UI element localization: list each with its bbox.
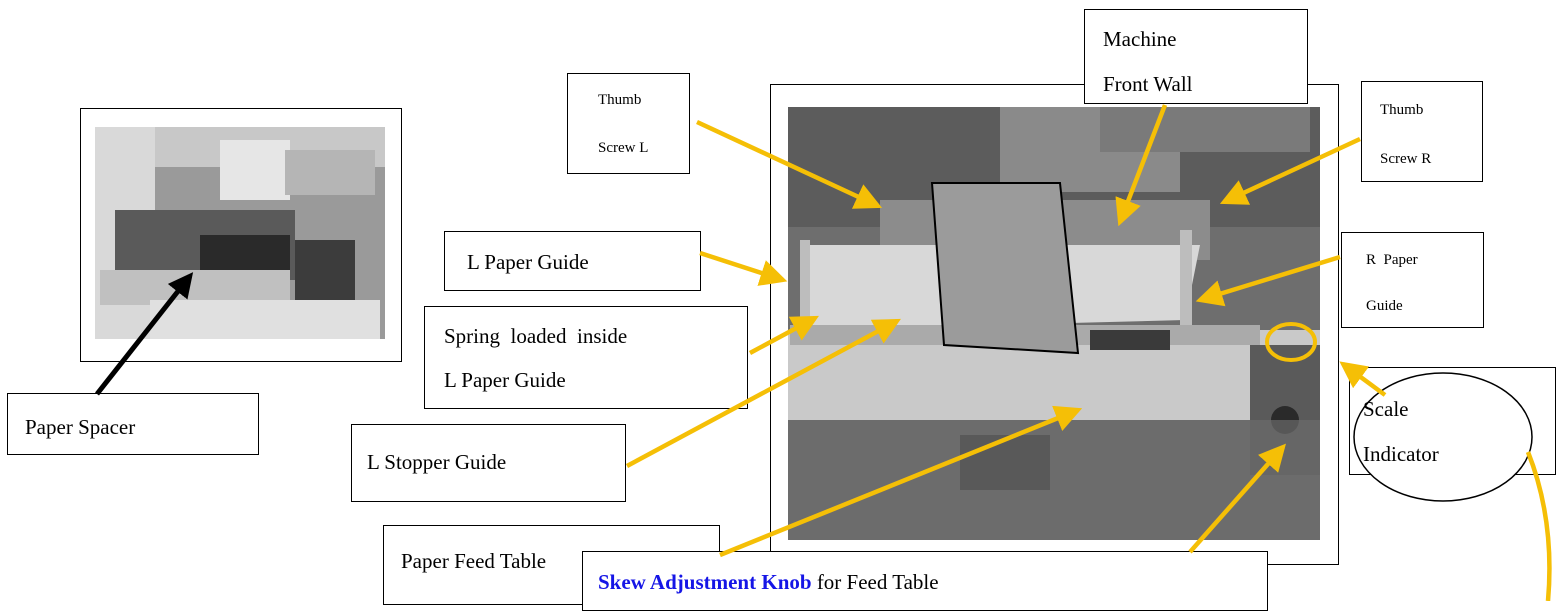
skew-knob-rest: for Feed Table xyxy=(811,570,939,594)
skew-knob-highlight: Skew Adjustment Knob xyxy=(598,570,812,594)
closeup-photo-frame xyxy=(770,84,1339,565)
scale-indicator-label-1: Scale xyxy=(1363,397,1409,421)
paper-feed-table-label: Paper Feed Table xyxy=(401,549,547,573)
thumb-screw-l-label-1: Thumb xyxy=(598,92,642,108)
paper-spacer-label: Paper Spacer xyxy=(25,415,136,439)
machine-front-wall-label-2: Front Wall xyxy=(1103,72,1193,96)
l-paper-guide-label: L Paper Guide xyxy=(467,250,589,274)
l-stopper-guide-label: L Stopper Guide xyxy=(367,450,507,474)
l-paper-guide-box xyxy=(444,231,701,291)
skew-knob-label: Skew Adjustment Knob for Feed Table xyxy=(598,566,939,599)
thumb-screw-r-label-2: Screw R xyxy=(1380,151,1432,167)
thumb-screw-r-box xyxy=(1361,81,1483,182)
r-paper-guide-label-2: Guide xyxy=(1366,298,1403,314)
machine-front-wall-box xyxy=(1084,9,1308,104)
scale-indicator-label-2: Indicator xyxy=(1363,442,1439,466)
spring-loaded-label-1: Spring loaded inside xyxy=(444,324,628,348)
thumb-screw-l-box xyxy=(567,73,690,174)
thumb-screw-r-label-1: Thumb xyxy=(1380,102,1424,118)
l-stopper-guide-box xyxy=(351,424,626,502)
spring-loaded-label-2: L Paper Guide xyxy=(444,368,566,392)
paper-spacer-box xyxy=(7,393,259,455)
r-paper-guide-label-1: R Paper xyxy=(1366,252,1418,268)
machine-front-wall-label-1: Machine xyxy=(1103,27,1177,51)
overview-photo-frame xyxy=(80,108,402,362)
thumb-screw-l-label-2: Screw L xyxy=(598,140,649,156)
r-paper-guide-box xyxy=(1341,232,1484,328)
